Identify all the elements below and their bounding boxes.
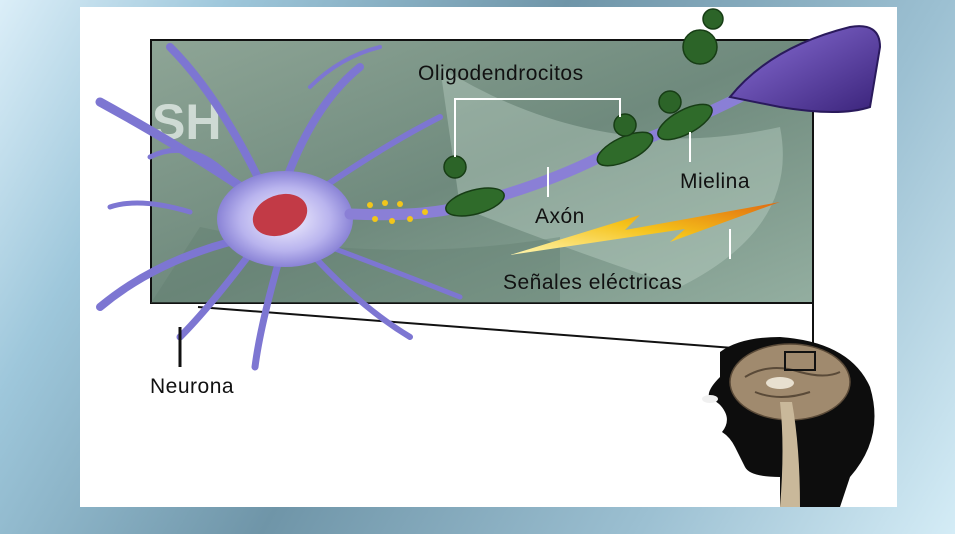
label-neurona: Neurona: [150, 375, 234, 399]
diagram-panel: SH: [80, 7, 897, 507]
zoom-line-left: [198, 307, 786, 352]
label-senales-electricas: Señales eléctricas: [503, 271, 682, 295]
label-axon: Axón: [535, 205, 585, 229]
label-oligodendrocitos: Oligodendrocitos: [418, 62, 584, 86]
label-mielina: Mielina: [680, 170, 750, 194]
